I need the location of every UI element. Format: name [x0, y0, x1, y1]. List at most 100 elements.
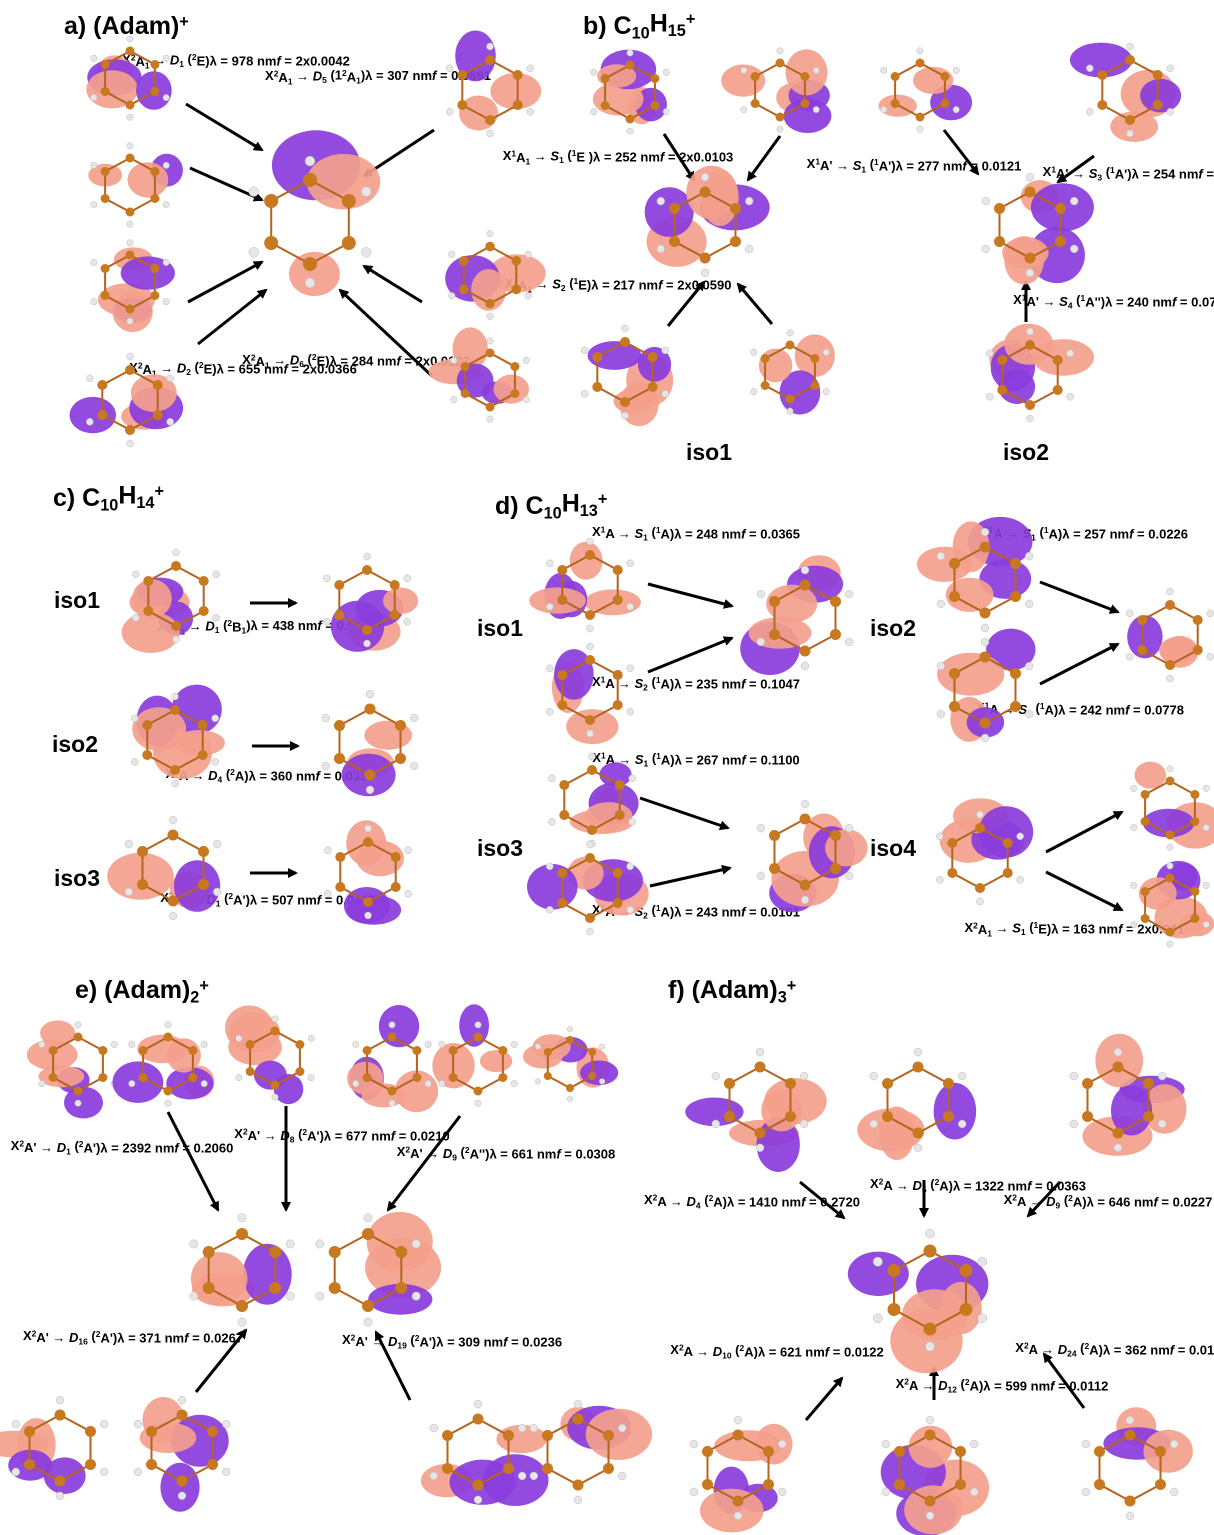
- orbital-image-18: [121, 548, 220, 654]
- transition-label-e4: X2A' → D16 (2A')λ = 371 nmf = 0.0267: [23, 1328, 243, 1346]
- orbital-image-9: [590, 49, 670, 135]
- orbital-image-19: [323, 552, 419, 652]
- transition-label-e1: X2A' → D1 (2A')λ = 2392 nmf = 0.2060: [11, 1138, 234, 1156]
- arrow-f4: [804, 1376, 844, 1421]
- orbital-image-51: [847, 1228, 989, 1374]
- arrow-d1: [647, 582, 734, 609]
- iso-label-c-iso3: iso3: [54, 865, 100, 891]
- arrow-d8: [1045, 870, 1124, 912]
- orbital-image-48: [685, 1048, 827, 1172]
- arrow-f6: [1042, 1352, 1086, 1409]
- arrow-b2: [746, 135, 782, 182]
- orbital-image-7: [445, 230, 546, 320]
- arrow-a6: [362, 264, 423, 304]
- arrow-e4: [194, 1328, 248, 1393]
- orbital-image-2: [88, 142, 183, 228]
- orbital-image-25: [740, 555, 854, 676]
- iso-label-b-iso2: iso2: [1003, 439, 1049, 465]
- iso-label-b-iso1: iso1: [686, 439, 732, 465]
- arrow-d3: [1039, 580, 1120, 614]
- orbital-image-53: [880, 1416, 990, 1535]
- orbital-image-23: [324, 820, 412, 925]
- orbital-image-45: [133, 1396, 231, 1512]
- orbital-image-46: [420, 1400, 549, 1506]
- orbital-image-39: [347, 1004, 439, 1113]
- orbital-image-44: [0, 1396, 109, 1500]
- arrow-d7: [1045, 810, 1124, 854]
- transition-label-a3: X2A1 → D2 (2E)λ = 655 nmf = 2x0.0366: [129, 359, 357, 378]
- orbital-image-11: [644, 165, 770, 278]
- orbital-image-49: [857, 1048, 977, 1161]
- iso-label-c-iso2: iso2: [52, 731, 98, 757]
- transition-label-d2: X1A → S2 (1A)λ = 235 nmf = 0.1047: [592, 674, 800, 692]
- orbital-image-8: [428, 327, 530, 423]
- orbital-image-40: [432, 1004, 518, 1107]
- transition-label-a2: X2A1 → D5 (12A1)λ = 307 nmf = 0.0891: [265, 67, 491, 86]
- orbital-image-15: [1069, 42, 1182, 142]
- panel-title-e: e) (Adam)2+: [75, 976, 209, 1007]
- orbital-image-32: [936, 628, 1036, 743]
- molecular-orbital-images: [0, 30, 1214, 1535]
- arrow-f3: [1026, 1180, 1062, 1218]
- iso-label-d-iso1: iso1: [477, 615, 523, 641]
- transition-label-b3: X1A' → S1 (1A')λ = 277 nmf = 0.0121: [807, 156, 1022, 174]
- orbital-image-21: [321, 689, 419, 797]
- arrow-a4: [197, 288, 268, 346]
- orbital-image-43: [315, 1211, 442, 1327]
- orbital-image-47: [529, 1400, 653, 1504]
- transition-label-e2: X2A' → D8 (2A')λ = 677 nmf = 0.0210: [234, 1126, 449, 1144]
- arrow-a5: [362, 128, 435, 178]
- orbital-image-20: [131, 684, 225, 788]
- panel-title-a: a) (Adam)+: [64, 12, 189, 40]
- transition-label-d4: X1A → S2 (1A)λ = 242 nmf = 0.0778: [976, 700, 1184, 718]
- transition-label-f2: X2A → D5 (2A)λ = 1322 nmf = 0.0363: [870, 1176, 1086, 1194]
- orbital-image-30: [917, 516, 1034, 633]
- orbital-image-14: [878, 47, 973, 133]
- orbital-image-12: [581, 324, 674, 427]
- transition-label-d7: X2A1 → S1 (1E)λ = 163 nmf = 2x0.0416: [965, 919, 1192, 938]
- iso-label-c-iso1: iso1: [54, 587, 100, 613]
- transition-label-f5: X2A → D12 (2A)λ = 599 nmf = 0.0112: [896, 1376, 1109, 1394]
- arrow-b4: [736, 282, 774, 325]
- arrow-e3: [386, 1115, 462, 1212]
- transition-label-b5: X1A' → S4 (1A'')λ = 240 nmf = 0.0762: [1013, 292, 1214, 310]
- iso-label-d-iso3: iso3: [477, 835, 523, 861]
- panel-title-f: f) (Adam)3+: [668, 976, 796, 1007]
- orbital-image-26: [546, 642, 634, 745]
- orbital-image-3: [90, 239, 175, 333]
- orbital-image-1: [86, 35, 172, 121]
- orbital-image-6: [446, 30, 542, 138]
- orbital-image-29: [756, 799, 868, 913]
- transition-label-e3: X2A' → D9 (2A'')λ = 661 nmf = 0.0308: [397, 1144, 616, 1162]
- orbital-image-28: [527, 840, 649, 936]
- orbital-image-10: [721, 47, 832, 133]
- orbital-image-17: [986, 323, 1094, 423]
- transition-label-f4: X2A → D10 (2A)λ = 621 nmf = 0.0122: [670, 1342, 883, 1360]
- orbital-image-27: [548, 752, 639, 848]
- panel-title-b: b) C10H15+: [583, 10, 695, 43]
- orbital-image-52: [689, 1416, 793, 1533]
- transition-label-f1: X2A → D4 (2A)λ = 1410 nmf = 0.2720: [644, 1192, 860, 1210]
- arrow-b6: [1056, 154, 1095, 184]
- arrow-a3: [187, 260, 264, 304]
- orbital-image-41: [523, 1026, 619, 1102]
- orbital-image-33: [936, 798, 1034, 906]
- orbital-image-13: [750, 329, 835, 415]
- orbital-image-42: [189, 1213, 295, 1327]
- arrow-d4: [1039, 642, 1120, 686]
- transition-label-b1: X1A1 → S1 (1E )λ = 252 nmf = 2x0.0103: [503, 147, 734, 166]
- arrow-b3: [666, 280, 706, 327]
- arrow-d2: [647, 636, 734, 674]
- orbital-image-35: [1130, 860, 1214, 948]
- arrow-b1: [662, 133, 696, 182]
- transition-label-e5: X2A' → D19 (2A')λ = 309 nmf = 0.0236: [342, 1332, 562, 1350]
- arrows: [166, 102, 1124, 1421]
- panel-title-d: d) C10H13+: [495, 490, 607, 523]
- orbital-image-22: [107, 815, 222, 921]
- orbital-image-4: [69, 352, 184, 448]
- iso-label-d-iso2: iso2: [870, 615, 916, 641]
- transition-label-d1: X1A → S1 (1A)λ = 248 nmf = 0.0365: [592, 524, 800, 542]
- arrow-b5: [942, 129, 980, 176]
- panel-title-c: c) C10H14+: [53, 482, 164, 515]
